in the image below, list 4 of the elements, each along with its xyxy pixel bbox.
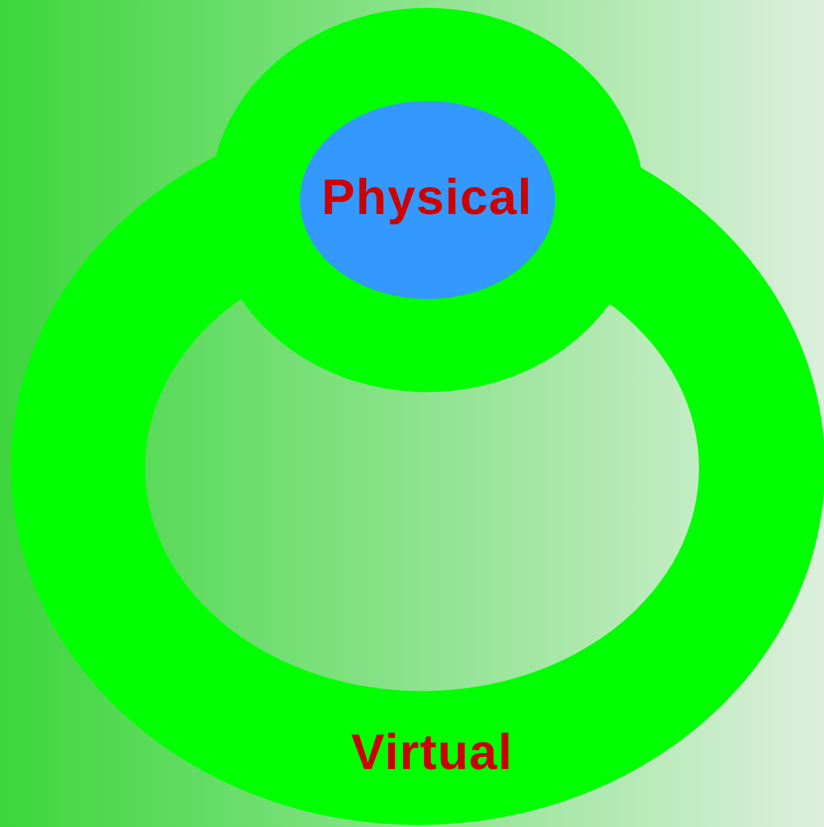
double-ring-shape <box>11 8 824 825</box>
shape-label: Physical <box>322 172 532 222</box>
shape-label: Virtual <box>351 727 513 777</box>
ellipse-shape <box>300 101 555 299</box>
